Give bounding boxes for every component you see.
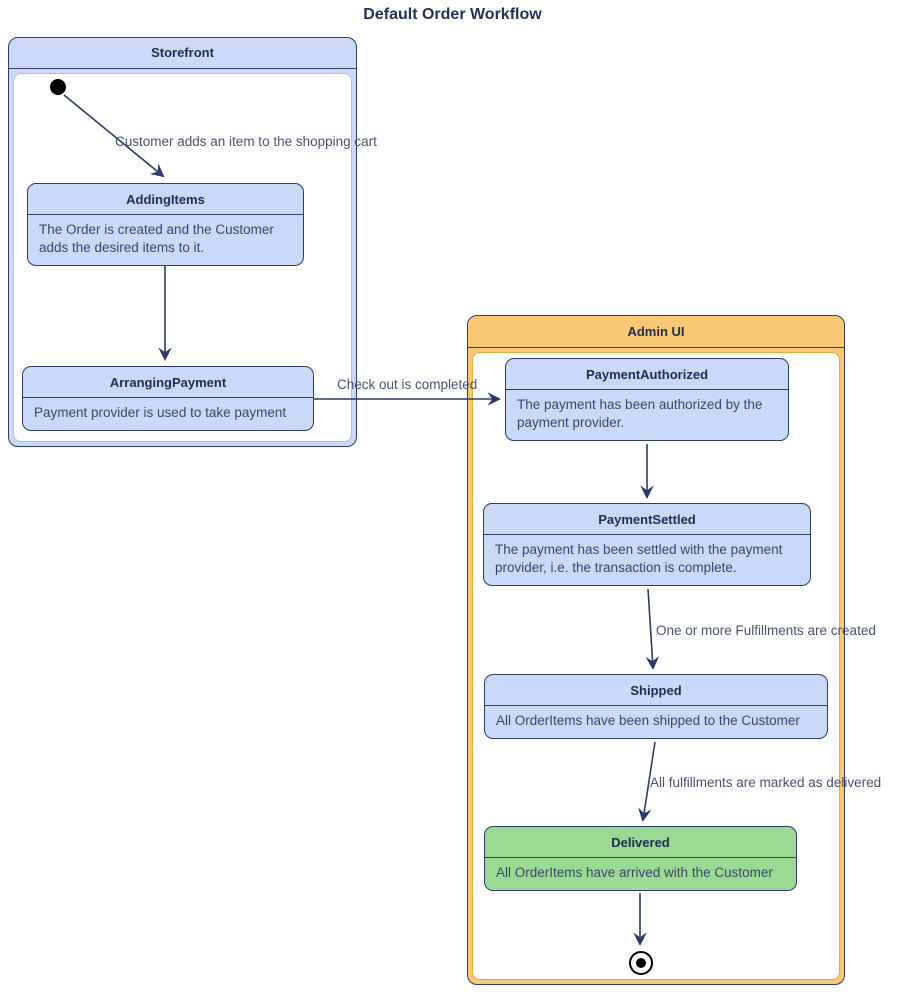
state-title: Shipped xyxy=(485,675,827,706)
final-state-dot xyxy=(636,958,646,968)
state-description: All OrderItems have arrived with the Cus… xyxy=(496,865,773,880)
state-title: Delivered xyxy=(485,827,796,858)
container-storefront-title: Storefront xyxy=(9,38,356,69)
state-title: PaymentSettled xyxy=(484,504,810,535)
state-title: ArrangingPayment xyxy=(23,367,313,398)
state-title: AddingItems xyxy=(28,184,303,215)
diagram-title: Default Order Workflow xyxy=(363,6,542,23)
state-payment-settled: PaymentSettled The payment has been sett… xyxy=(483,503,811,586)
transition-label-fulfillments: One or more Fulfillments are created xyxy=(656,623,876,638)
state-description: The payment has been settled with the pa… xyxy=(495,542,783,575)
transition-label-marked-delivered: All fulfillments are marked as delivered xyxy=(650,775,882,790)
final-state xyxy=(629,951,653,975)
state-description: All OrderItems have been shipped to the … xyxy=(496,713,800,728)
initial-state xyxy=(50,79,66,95)
state-arranging-payment: ArrangingPayment Payment provider is use… xyxy=(22,366,314,431)
state-description: The payment has been authorized by the p… xyxy=(517,397,763,430)
transition-label-checkout: Check out is completed xyxy=(337,377,478,392)
state-payment-authorized: PaymentAuthorized The payment has been a… xyxy=(505,358,789,441)
state-description: Payment provider is used to take payment xyxy=(34,405,287,420)
state-title: PaymentAuthorized xyxy=(506,359,788,390)
state-description: The Order is created and the Customer ad… xyxy=(39,222,274,255)
state-delivered: Delivered All OrderItems have arrived wi… xyxy=(484,826,797,891)
state-adding-items: AddingItems The Order is created and the… xyxy=(27,183,304,266)
transition-label-add-item: Customer adds an item to the shopping ca… xyxy=(115,134,377,149)
container-admin-ui-title: Admin UI xyxy=(468,316,844,348)
state-shipped: Shipped All OrderItems have been shipped… xyxy=(484,674,828,739)
